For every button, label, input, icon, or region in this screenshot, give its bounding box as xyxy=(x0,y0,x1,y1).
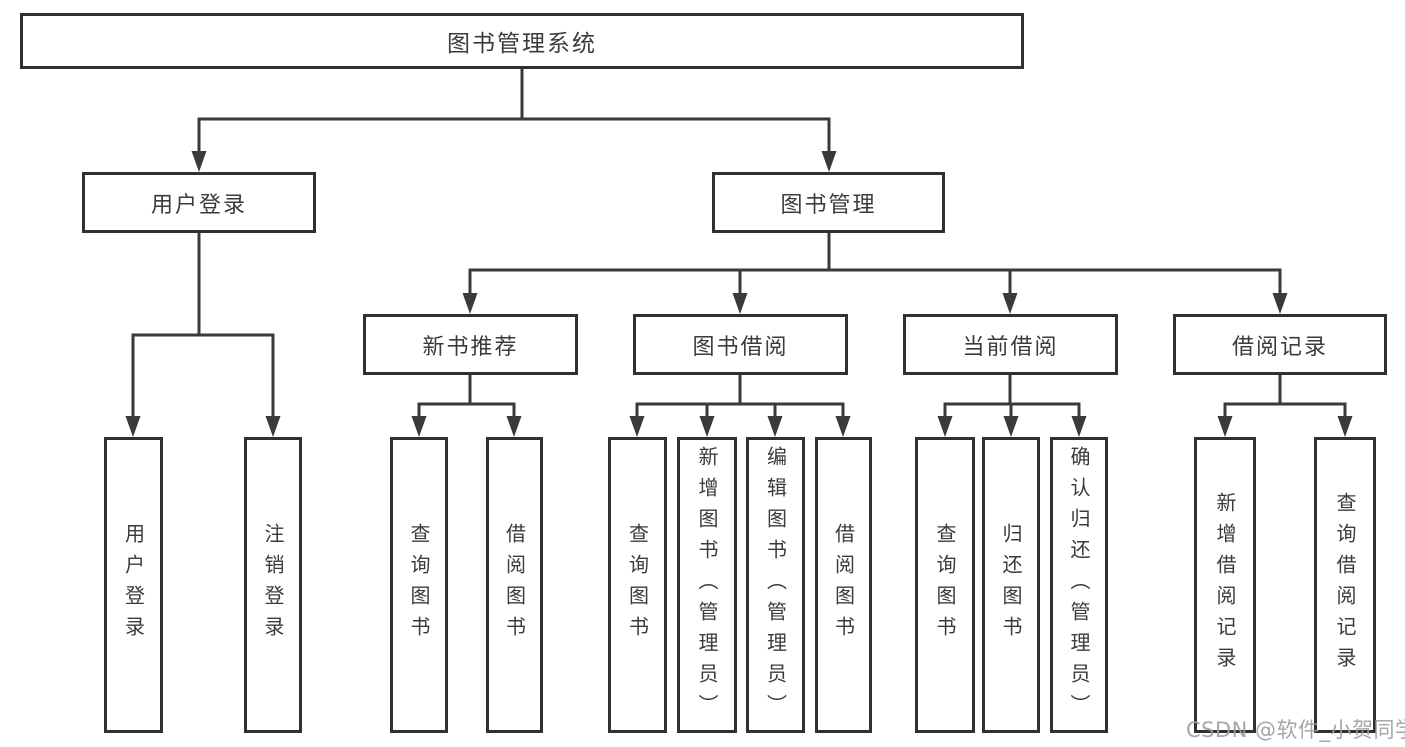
arrow-down-icon xyxy=(629,416,645,437)
leaf-newrec-borrow-books: 借阅图书 xyxy=(486,437,543,733)
leaf-newrec-query-books-label: 查询图书 xyxy=(407,523,431,647)
arrow-down-icon xyxy=(767,416,783,437)
leaf-current-confirm-return-admin-label: 确认归还（管理员） xyxy=(1067,445,1091,725)
leaf-borrow-borrow-books-label: 借阅图书 xyxy=(831,523,856,647)
edge-bookborrow-to-leaves xyxy=(635,375,845,424)
edge-root-to-level2 xyxy=(197,69,831,158)
node-borrowing-records-label: 借阅记录 xyxy=(1231,334,1328,360)
edge-lines xyxy=(131,69,1347,424)
node-book-management-label: 图书管理 xyxy=(780,192,877,218)
arrow-down-icon xyxy=(411,416,427,437)
arrow-down-icon xyxy=(699,416,715,437)
arrow-down-icon xyxy=(506,416,522,437)
csdn-watermark: CSDN @软件_小贺同学 xyxy=(1186,718,1405,742)
arrow-down-icon xyxy=(125,416,141,437)
node-borrowing-records: 借阅记录 xyxy=(1173,314,1387,375)
node-current-borrowing: 当前借阅 xyxy=(903,314,1118,375)
leaf-newrec-borrow-books-label: 借阅图书 xyxy=(502,523,527,647)
leaf-borrow-borrow-books: 借阅图书 xyxy=(815,437,872,733)
leaf-user-login-label: 用户登录 xyxy=(121,523,146,647)
arrow-down-icon xyxy=(937,416,953,437)
arrow-down-icon xyxy=(1337,416,1353,437)
leaf-current-return-books: 归还图书 xyxy=(982,437,1040,733)
node-new-book-recommend: 新书推荐 xyxy=(363,314,578,375)
arrow-down-icon xyxy=(1272,293,1288,314)
node-user-login-group-label: 用户登录 xyxy=(150,192,247,218)
leaf-borrow-edit-books-admin-label: 编辑图书（管理员） xyxy=(763,445,788,725)
node-book-management: 图书管理 xyxy=(712,172,945,233)
leaf-borrow-query-books-label: 查询图书 xyxy=(625,523,650,647)
leaf-records-query-record: 查询借阅记录 xyxy=(1314,437,1376,733)
leaf-current-query-books: 查询图书 xyxy=(915,437,975,733)
arrow-down-icon xyxy=(265,416,281,437)
leaf-borrow-edit-books-admin: 编辑图书（管理员） xyxy=(746,437,805,733)
arrow-down-icon xyxy=(462,293,478,314)
edge-borrowrecords-to-leaves xyxy=(1223,375,1347,424)
edge-userlogin-to-leaves xyxy=(131,233,275,424)
node-current-borrowing-label: 当前借阅 xyxy=(962,334,1059,360)
leaf-current-confirm-return-admin: 确认归还（管理员） xyxy=(1050,437,1108,733)
arrow-down-icon xyxy=(1002,293,1018,314)
leaf-records-add-record: 新增借阅记录 xyxy=(1194,437,1256,733)
leaf-logout: 注销登录 xyxy=(244,437,302,733)
leaf-borrow-query-books: 查询图书 xyxy=(608,437,667,733)
arrowheads xyxy=(125,151,1353,437)
arrow-down-icon xyxy=(821,151,837,172)
leaf-current-return-books-label: 归还图书 xyxy=(999,523,1023,647)
leaf-borrow-add-books-admin: 新增图书（管理员） xyxy=(677,437,737,733)
leaf-logout-label: 注销登录 xyxy=(261,523,285,647)
node-root-system: 图书管理系统 xyxy=(20,13,1024,69)
arrow-down-icon xyxy=(191,151,207,172)
node-book-borrowing-label: 图书借阅 xyxy=(692,334,789,360)
leaf-records-add-record-label: 新增借阅记录 xyxy=(1213,492,1237,678)
node-user-login-group: 用户登录 xyxy=(82,172,316,233)
leaf-user-login: 用户登录 xyxy=(104,437,163,733)
arrow-down-icon xyxy=(1003,416,1019,437)
leaf-records-query-record-label: 查询借阅记录 xyxy=(1333,492,1357,678)
leaf-newrec-query-books: 查询图书 xyxy=(390,437,448,733)
edge-bookmgmt-to-level3 xyxy=(468,233,1282,300)
edge-currentborrow-to-leaves xyxy=(943,375,1081,424)
edge-newbookrec-to-leaves xyxy=(417,375,516,424)
leaf-borrow-add-books-admin-label: 新增图书（管理员） xyxy=(695,445,719,725)
leaf-current-query-books-label: 查询图书 xyxy=(933,523,957,647)
arrow-down-icon xyxy=(1217,416,1233,437)
node-root-system-label: 图书管理系统 xyxy=(447,31,597,57)
arrow-down-icon xyxy=(835,416,851,437)
node-book-borrowing: 图书借阅 xyxy=(633,314,848,375)
arrow-down-icon xyxy=(732,293,748,314)
arrow-down-icon xyxy=(1071,416,1087,437)
node-new-book-recommend-label: 新书推荐 xyxy=(422,334,519,360)
